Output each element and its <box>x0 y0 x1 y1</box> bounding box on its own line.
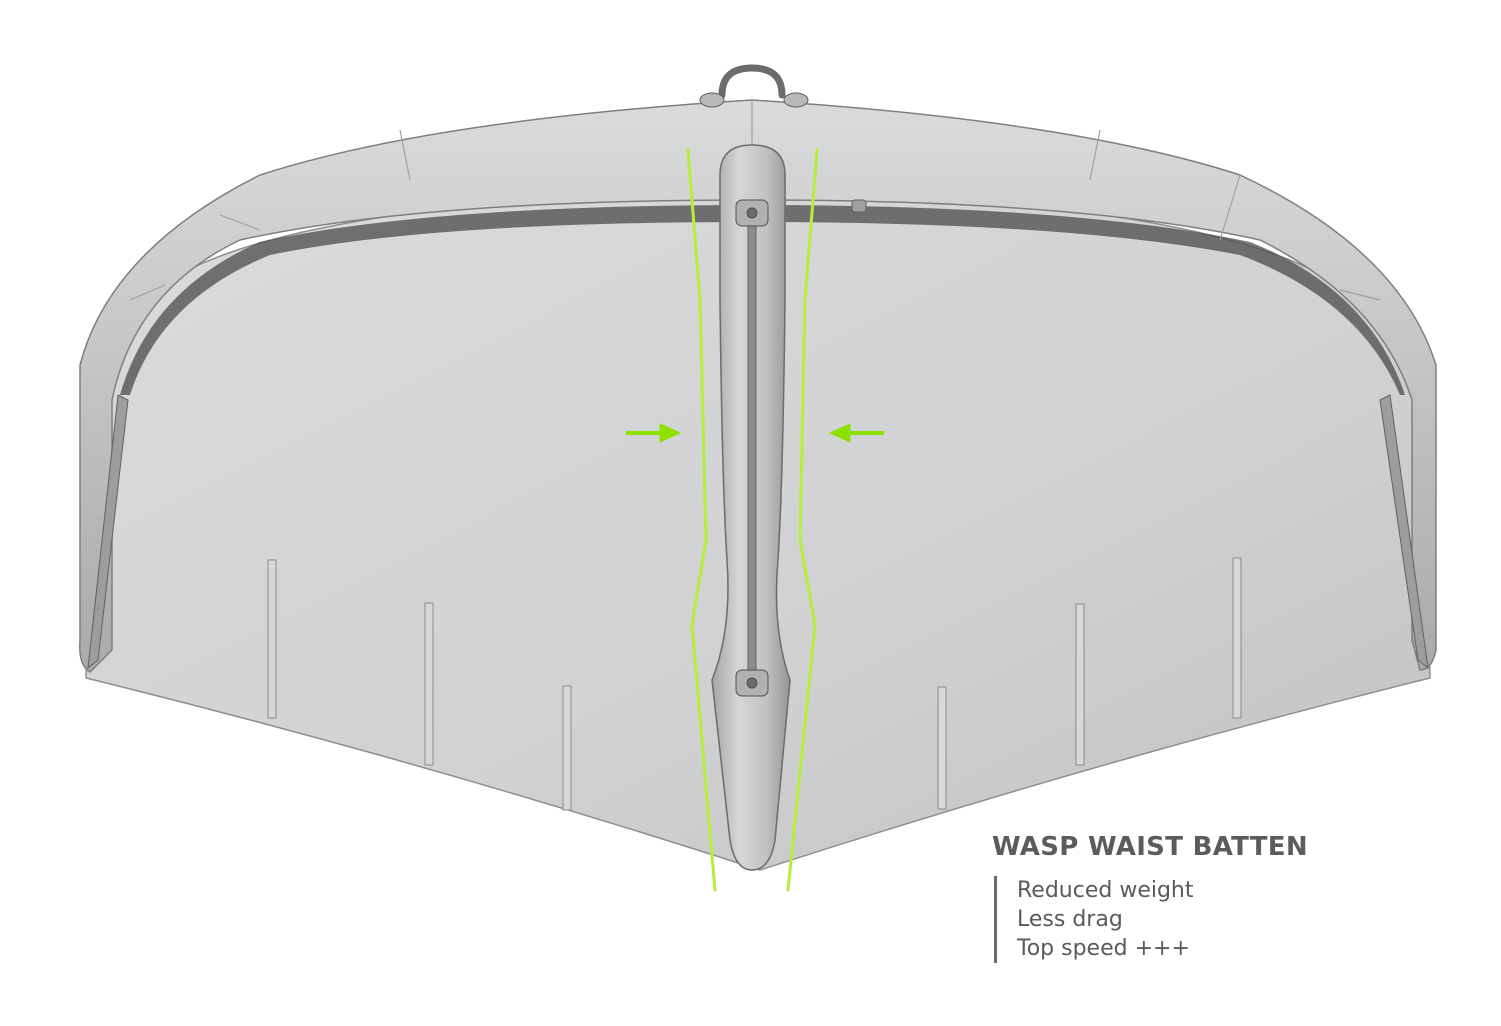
waist-outline-right <box>786 148 819 892</box>
batten <box>937 686 947 810</box>
battens-left <box>267 559 572 811</box>
handle-base-right <box>783 92 809 108</box>
callout-title: WASP WAIST BATTEN <box>992 832 1308 862</box>
handle-base-left <box>699 92 725 108</box>
valve-fitting <box>851 199 867 213</box>
waist-outline-left <box>686 148 717 892</box>
arrow-left-icon <box>828 423 884 443</box>
right-tip-strut <box>1379 394 1429 670</box>
strut-clamps <box>735 199 769 697</box>
batten <box>267 559 277 719</box>
callout-item: Reduced weight <box>1017 878 1194 903</box>
callout-list: Reduced weight Less drag Top speed +++ <box>994 876 1392 963</box>
callout-item: Less drag <box>1017 907 1123 932</box>
battens-right <box>937 557 1242 810</box>
handle-icon <box>718 64 786 99</box>
strut-rod <box>747 219 757 691</box>
callout-item: Top speed +++ <box>1017 936 1190 961</box>
callout: WASP WAIST BATTEN Reduced weight Less dr… <box>992 832 1392 963</box>
batten <box>562 685 572 811</box>
batten <box>1075 603 1085 766</box>
leading-edge-tube <box>78 99 1437 673</box>
arrow-right-icon <box>626 423 682 443</box>
batten <box>1232 557 1242 719</box>
tube-segments <box>129 100 1381 301</box>
left-tip-strut <box>87 394 129 670</box>
batten <box>424 602 434 766</box>
